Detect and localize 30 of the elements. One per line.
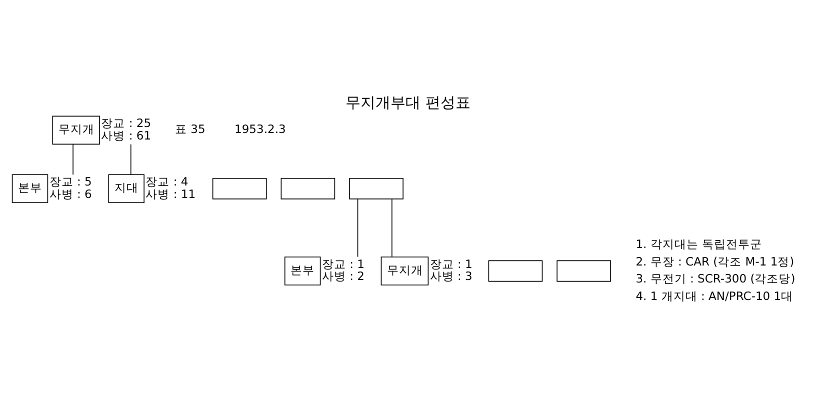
- node-label: 장교 : 1: [430, 256, 472, 270]
- diagram-title: 무지개부대 편성표: [346, 94, 470, 111]
- node-box: 본부: [284, 256, 321, 285]
- connector: [72, 143, 74, 175]
- connector: [357, 198, 358, 257]
- label: 4. 1 개지대 : AN/PRC-10 1대: [636, 288, 794, 302]
- node-box: 본부: [12, 174, 48, 203]
- node-label: 사병 : 61: [101, 128, 152, 142]
- node-box: [212, 177, 267, 199]
- label: 표 35: [175, 122, 206, 136]
- node-box: [349, 177, 404, 199]
- node-label: 장교 : 1: [322, 256, 364, 270]
- node-box: 무지개: [380, 256, 429, 285]
- node-label: 사병 : 2: [322, 268, 364, 283]
- label: 2. 무장 : CAR (각조 M-1 1정): [636, 254, 794, 268]
- node-box: 지대: [108, 174, 144, 203]
- node-label: 사병 : 11: [146, 186, 196, 200]
- node-label: 장교 : 4: [146, 174, 188, 188]
- node-box: [280, 177, 336, 199]
- label: 3. 무전기 : SCR-300 (각조당): [636, 271, 796, 286]
- connector: [130, 143, 132, 175]
- node-label: 사병 : 3: [430, 268, 472, 283]
- node-box: [488, 260, 543, 282]
- node-box: 무지개: [52, 115, 100, 144]
- node-box: [556, 260, 611, 282]
- label: 1953.2.3: [234, 122, 286, 136]
- node-label: 사병 : 6: [49, 186, 92, 200]
- label: 1. 각지대는 독립전투군: [636, 236, 762, 251]
- node-label: 장교 : 25: [101, 116, 152, 130]
- node-label: 장교 : 5: [49, 174, 92, 188]
